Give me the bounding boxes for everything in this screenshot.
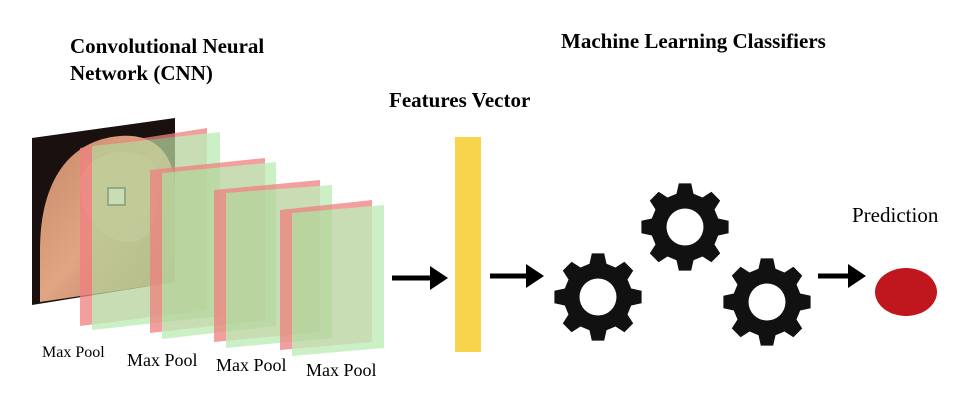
gear-icon xyxy=(554,253,642,341)
features-vector-title: Features Vector xyxy=(389,88,531,112)
max-pool-label: Max Pool xyxy=(306,360,377,380)
gear-icon xyxy=(723,258,811,346)
max-pool-label: Max Pool xyxy=(216,355,287,375)
prediction-label: Prediction xyxy=(852,203,939,227)
prediction-output xyxy=(875,268,937,316)
cnn-title: Convolutional Neural Network (CNN) xyxy=(70,33,264,87)
cnn-title-line1: Convolutional Neural xyxy=(70,34,265,58)
max-pool-label: Max Pool xyxy=(42,344,105,361)
features-vector-bar xyxy=(455,137,481,352)
arrow-icon xyxy=(490,264,544,288)
arrow-icon xyxy=(818,264,866,288)
gear-icon xyxy=(641,183,729,271)
ml-classifiers-title: Machine Learning Classifiers xyxy=(561,29,826,53)
cnn-title-line2: Network (CNN) xyxy=(70,61,213,85)
arrow-icon xyxy=(392,266,448,290)
feature-map-stack-4 xyxy=(280,200,384,356)
max-pool-label: Max Pool xyxy=(127,350,198,370)
